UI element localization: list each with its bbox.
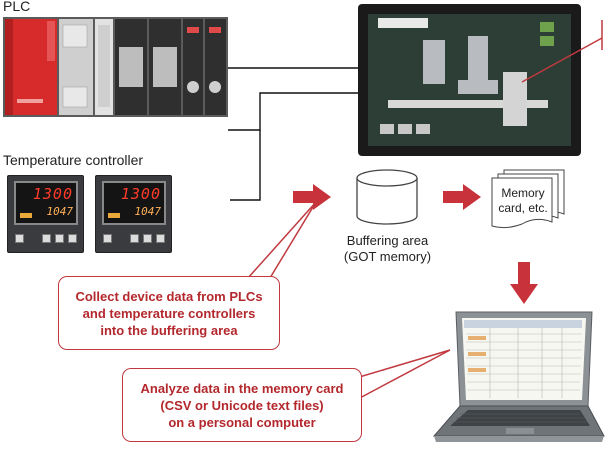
temperature-controller-1: 1300 1047 xyxy=(7,175,84,253)
memory-card-stack-icon xyxy=(491,169,565,229)
laptop-pc xyxy=(430,308,606,444)
arrow-to-memory-card xyxy=(443,184,481,210)
temperature-controller-2: 1300 1047 xyxy=(95,175,172,253)
got-callout-pointer xyxy=(521,20,603,83)
buffering-area-label: Buffering area (GOT memory) xyxy=(343,233,432,264)
tc1-main-value: 1300 xyxy=(32,185,73,203)
plc-rack xyxy=(3,17,228,117)
tc2-sub-value: 1047 xyxy=(134,205,162,218)
plc-label: PLC xyxy=(3,0,31,14)
arrow-to-laptop xyxy=(510,262,538,304)
analyze-data-callout: Analyze data in the memory card (CSV or … xyxy=(122,368,362,442)
tc1-display: 1300 1047 xyxy=(14,181,78,225)
temperature-controller-label: Temperature controller xyxy=(3,152,144,168)
analyze-callout-pointer xyxy=(355,349,451,401)
buffering-area-cylinder-icon xyxy=(356,169,418,225)
collect-data-callout: Collect device data from PLCs and temper… xyxy=(58,276,280,350)
memory-card-label: Memory card, etc. xyxy=(498,186,548,215)
collect-callout-pointer xyxy=(247,201,317,279)
tc2-display: 1300 1047 xyxy=(102,181,166,225)
tc1-sub-value: 1047 xyxy=(46,205,74,218)
arrow-to-buffer xyxy=(293,184,331,210)
tc2-main-value: 1300 xyxy=(120,185,161,203)
got-display xyxy=(358,4,581,156)
